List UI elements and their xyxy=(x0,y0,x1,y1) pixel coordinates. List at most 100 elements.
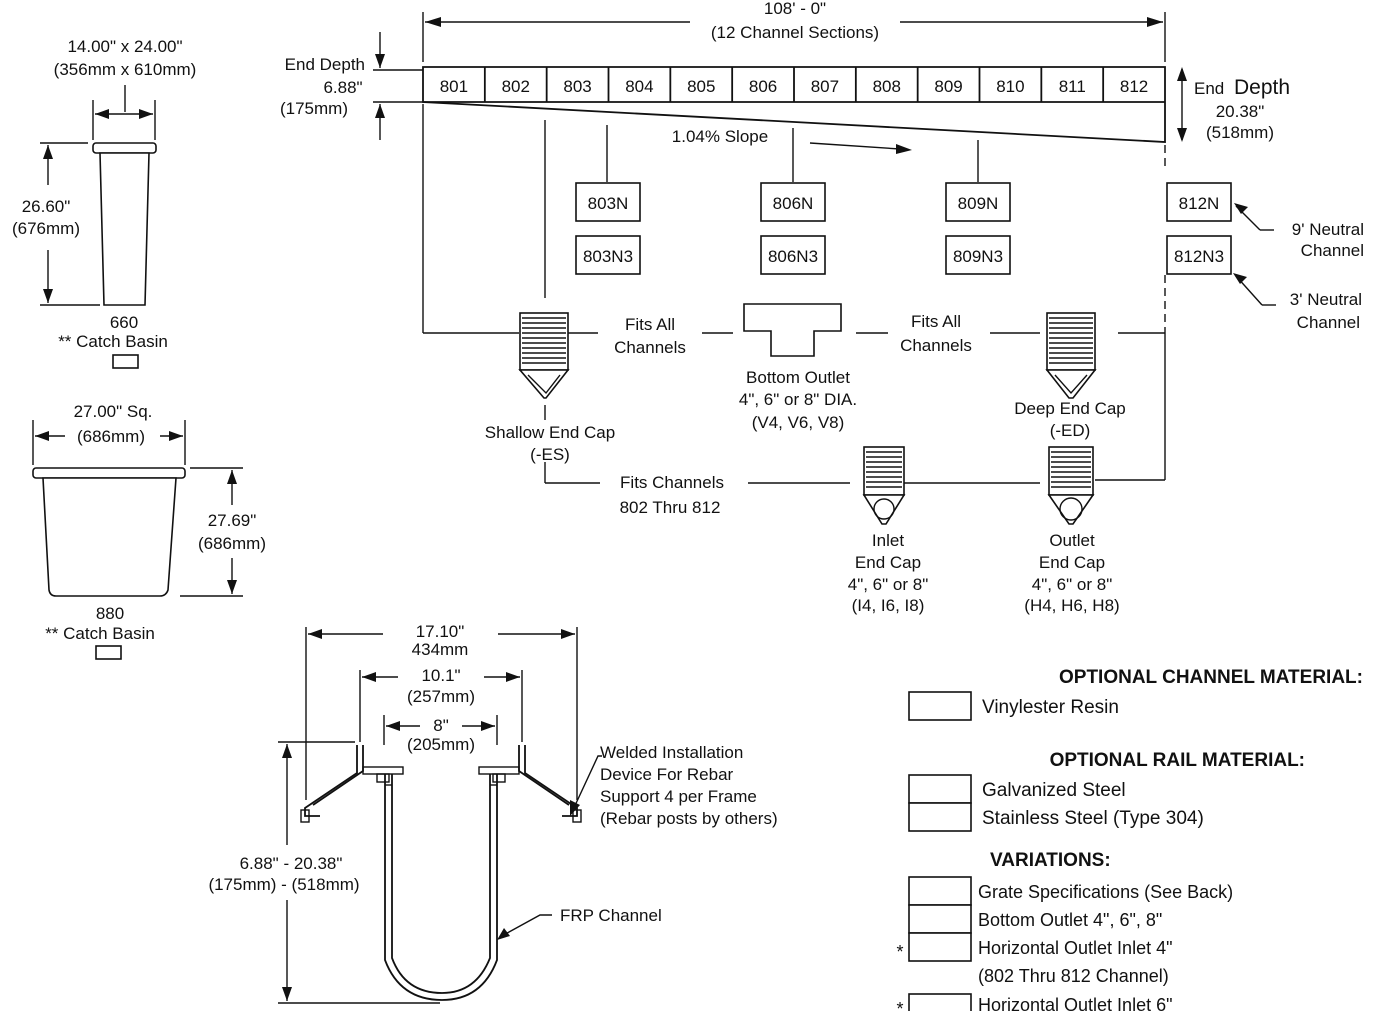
basin-880-height: 27.69" xyxy=(208,511,257,530)
bottom-outlet-label-2: 4", 6" or 8" DIA. xyxy=(739,390,857,409)
catch-basin-660: 14.00" x 24.00" (356mm x 610mm) 26.60" (… xyxy=(12,37,196,369)
channel-cell-809: 809 xyxy=(934,77,962,96)
horizontal-outlet-6-checkbox[interactable] xyxy=(908,993,972,1011)
fits-all-right-line1: Fits All xyxy=(911,312,961,331)
basin-880-top-dims: 27.00" Sq. xyxy=(74,402,153,421)
options-panel: OPTIONAL CHANNEL MATERIAL: Vinylester Re… xyxy=(896,667,1363,1011)
neutral-label-809n: 809N xyxy=(958,194,999,213)
slope-text: 1.04% Slope xyxy=(672,127,768,146)
inner-width-text: 8" xyxy=(433,716,449,735)
rail-width-mm-text: (257mm) xyxy=(407,687,475,706)
neutral-label-812n: 812N xyxy=(1179,194,1220,213)
slope-indicator: 1.04% Slope xyxy=(672,127,912,154)
basin-880-height-mm: (686mm) xyxy=(198,534,266,553)
depth-range-text: 6.88" - 20.38" xyxy=(240,854,343,873)
fits-all-left-line1: Fits All xyxy=(625,315,675,334)
neutral-channel-labels: 9' Neutral Channel 3' Neutral Channel xyxy=(1233,203,1364,332)
overall-width-mm-text: 434mm xyxy=(412,640,469,659)
outlet-end-cap-icon xyxy=(1047,446,1095,525)
channel-material-title: OPTIONAL CHANNEL MATERIAL: xyxy=(1059,667,1363,688)
channel-cell-801: 801 xyxy=(440,77,468,96)
section-count-text: (12 Channel Sections) xyxy=(711,23,879,42)
galvanized-label: Galvanized Steel xyxy=(982,780,1126,801)
asterisk-4: * xyxy=(896,942,903,962)
neutral-box-803n xyxy=(575,182,641,222)
galvanized-checkbox[interactable] xyxy=(908,774,972,804)
deep-end-cap-label-1: Deep End Cap xyxy=(1014,399,1126,418)
inlet-end-cap-label-3: 4", 6" or 8" xyxy=(848,575,928,594)
neutral-box-803n3 xyxy=(575,235,641,275)
depth-range-mm-text: (175mm) - (518mm) xyxy=(208,875,359,894)
right-end-depth-inches: 20.38" xyxy=(1216,102,1265,121)
inlet-end-cap-label-2: End Cap xyxy=(855,553,921,572)
frp-channel-label: FRP Channel xyxy=(560,906,662,925)
left-end-depth-inches: 6.88" xyxy=(323,78,362,97)
left-end-depth-dimension: End Depth 6.88" (175mm) xyxy=(280,32,423,140)
stainless-label: Stainless Steel (Type 304) xyxy=(982,808,1204,829)
outlet-end-cap-label-3: 4", 6" or 8" xyxy=(1032,575,1112,594)
rail-width-text: 10.1" xyxy=(421,666,460,685)
channel-cell-802: 802 xyxy=(502,77,530,96)
channel-cross-section: 17.10" 434mm 10.1" (257mm) 8" (205mm) xyxy=(208,622,778,1004)
channel-cell-807: 807 xyxy=(811,77,839,96)
left-end-depth-mm: (175mm) xyxy=(280,99,348,118)
neutral-label-809n3: 809N3 xyxy=(953,247,1003,266)
grate-spec-label: Grate Specifications (See Back) xyxy=(978,882,1233,902)
shallow-end-cap-icon xyxy=(518,312,570,399)
fits-channels-label-1: Fits Channels xyxy=(620,473,724,492)
fitting-connector-lines xyxy=(422,104,1166,484)
neutral-box-809n xyxy=(945,182,1011,222)
bottom-outlet-checkbox[interactable] xyxy=(908,904,972,934)
basin-660-top-dims: 14.00" x 24.00" xyxy=(67,37,182,56)
deep-end-cap-icon xyxy=(1045,312,1097,399)
right-end-label: End xyxy=(1194,79,1224,98)
channel-cell-803: 803 xyxy=(563,77,591,96)
basin-880-model: 880 xyxy=(96,604,124,623)
right-depth-label: Depth xyxy=(1234,76,1290,99)
variations-title: VARIATIONS: xyxy=(990,850,1111,871)
neutral-connector-lines xyxy=(606,125,1166,182)
vinylester-label: Vinylester Resin xyxy=(982,697,1119,718)
overall-length-text: 108' - 0" xyxy=(764,0,826,18)
basin-880-checkbox[interactable] xyxy=(95,645,122,660)
overall-width-text: 17.10" xyxy=(416,622,465,641)
bottom-outlet-option-label: Bottom Outlet 4", 6", 8" xyxy=(978,910,1162,930)
inlet-end-cap-label-1: Inlet xyxy=(872,531,904,550)
neutral-9-label-line1: 9' Neutral xyxy=(1292,220,1364,239)
basin-880-top-dims-mm: (686mm) xyxy=(77,427,145,446)
basin-660-height-mm: (676mm) xyxy=(12,219,80,238)
basin-880-label: ** Catch Basin xyxy=(45,624,155,643)
asterisk-6: * xyxy=(896,999,903,1011)
channel-cell-808: 808 xyxy=(873,77,901,96)
left-end-depth-label: End Depth xyxy=(285,55,365,74)
outlet-end-cap-label-2: End Cap xyxy=(1039,553,1105,572)
welded-note-3: Support 4 per Frame xyxy=(600,787,757,806)
outlet-end-cap-label-4: (H4, H6, H8) xyxy=(1024,596,1119,615)
neutral-3-label-line1: 3' Neutral xyxy=(1290,290,1362,309)
vinylester-checkbox[interactable] xyxy=(908,691,972,721)
shallow-end-cap-label-2: (-ES) xyxy=(530,445,570,464)
channel-cell-812: 812 xyxy=(1120,77,1148,96)
overall-length-dimension: 108' - 0" (12 Channel Sections) xyxy=(422,0,1166,62)
horizontal-outlet-4-checkbox[interactable] xyxy=(908,932,972,962)
neutral-label-803n3: 803N3 xyxy=(583,247,633,266)
neutral-label-812n3: 812N3 xyxy=(1174,247,1224,266)
grate-spec-checkbox[interactable] xyxy=(908,876,972,906)
neutral-9-label-line2: Channel xyxy=(1301,241,1364,260)
basin-660-checkbox[interactable] xyxy=(112,354,139,369)
right-end-depth-mm: (518mm) xyxy=(1206,123,1274,142)
bottom-outlet-label-3: (V4, V6, V8) xyxy=(752,413,845,432)
channel-cell-806: 806 xyxy=(749,77,777,96)
shallow-end-cap-label-1: Shallow End Cap xyxy=(485,423,615,442)
basin-660-model: 660 xyxy=(110,313,138,332)
channel-cell-811: 811 xyxy=(1059,77,1086,96)
bottom-outlet-label-1: Bottom Outlet xyxy=(746,368,850,387)
welded-note-2: Device For Rebar xyxy=(600,765,734,784)
welded-note-4: (Rebar posts by others) xyxy=(600,809,778,828)
stainless-checkbox[interactable] xyxy=(908,802,972,832)
basin-660-height: 26.60" xyxy=(22,197,71,216)
outlet-end-cap-label-1: Outlet xyxy=(1049,531,1095,550)
bottom-outlet-icon xyxy=(743,303,842,357)
neutral-box-806n xyxy=(760,182,826,222)
channel-cell-804: 804 xyxy=(625,77,653,96)
